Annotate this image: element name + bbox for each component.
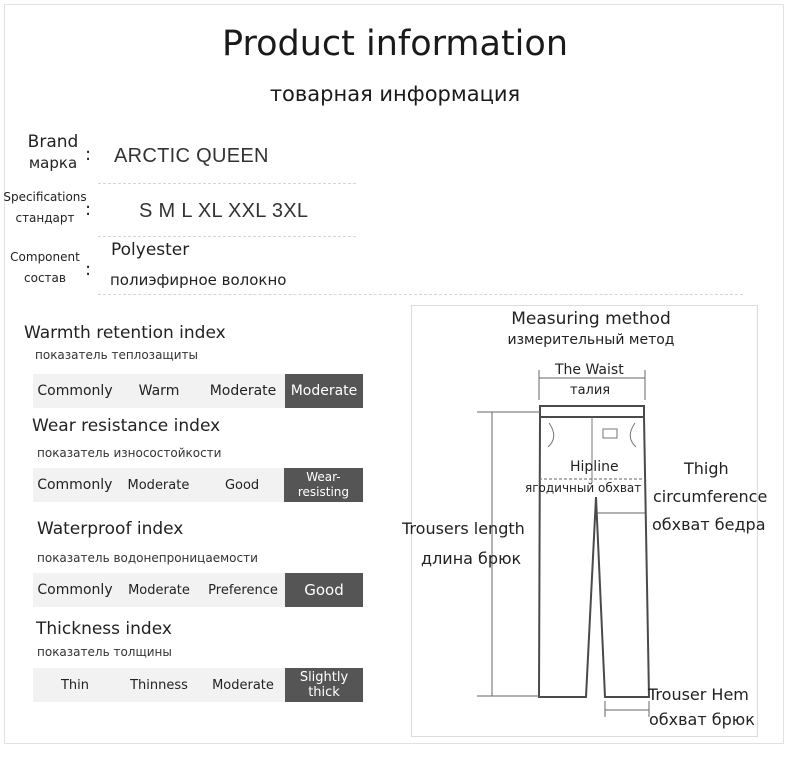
waterproof-scale: Commonly Moderate Preference Good	[33, 573, 363, 607]
wear-scale: Commonly Moderate Good Wear-resisting	[33, 468, 364, 502]
length-label-en: Trousers length	[402, 519, 525, 538]
thickness-option-selected: Slightly thick	[285, 668, 363, 702]
wear-index-title: Wear resistance index	[32, 416, 221, 436]
warmth-index-subtitle: показатель теплозащиты	[35, 348, 198, 362]
waistband-shape	[539, 405, 645, 418]
page-frame	[4, 4, 784, 744]
size-label-ru: стандарт	[15, 211, 75, 225]
thickness-option-3: Moderate	[212, 677, 274, 693]
thigh-label-ru: обхват бедра	[652, 515, 766, 534]
page-subtitle: товарная информация	[269, 82, 521, 106]
warmth-option-selected: Moderate	[285, 374, 363, 408]
material-label: Component состав	[3, 247, 87, 289]
warmth-index-title: Warmth retention index	[24, 323, 226, 343]
hem-label-ru: обхват брюк	[649, 710, 755, 729]
material-label-en: Component	[10, 250, 80, 264]
waist-label-en: The Waist	[555, 362, 624, 378]
brand-colon: :	[85, 144, 92, 165]
trouser-outline	[537, 416, 651, 698]
wear-index-subtitle: показатель износостойкости	[37, 446, 222, 460]
material-label-ru: состав	[24, 271, 66, 285]
waterproof-index-title: Waterproof index	[37, 519, 184, 539]
material-value-en: Polyester	[111, 240, 190, 260]
wear-option-3: Good	[224, 477, 260, 493]
warmth-option-3: Moderate	[209, 382, 277, 399]
brand-label: Brand марка	[22, 132, 84, 174]
material-divider	[98, 294, 743, 295]
wear-option-selected: Wear-resisting	[283, 468, 364, 502]
thickness-option-1: Thin	[60, 677, 90, 693]
thickness-index-subtitle: показатель толщины	[37, 645, 172, 659]
waterproof-option-1: Commonly	[37, 581, 113, 598]
trousers-diagram	[477, 370, 651, 717]
hem-label-en: Trouser Hem	[648, 685, 749, 704]
left-pocket	[547, 422, 555, 448]
thigh-label-en-1: Thigh	[684, 459, 729, 478]
size-label-en: Specifications	[3, 190, 87, 204]
warmth-scale: Commonly Warm Moderate Moderate	[33, 374, 363, 408]
hip-label-ru: ягодичный обхват	[525, 481, 642, 495]
size-value: S M L XL XXL 3XL	[139, 200, 309, 222]
size-colon: :	[85, 199, 92, 220]
thigh-label-en-2: circumference	[653, 487, 768, 506]
waist-label-ru: талия	[570, 383, 611, 398]
brand-label-en: Brand	[27, 132, 79, 152]
hip-label-en: Hipline	[570, 459, 619, 475]
brand-divider	[98, 183, 356, 184]
size-divider	[98, 236, 356, 237]
warmth-option-2: Warm	[138, 382, 180, 399]
right-pocket	[629, 422, 637, 448]
waterproof-index-subtitle: показатель водонепроницаемости	[37, 551, 258, 565]
measuring-subtitle: измерительный метод	[507, 332, 675, 348]
thickness-scale: Thin Thinness Moderate Slightly thick	[33, 668, 363, 702]
wear-option-1: Commonly	[37, 476, 113, 493]
waterproof-option-selected: Good	[285, 573, 363, 607]
length-label-ru: длина брюк	[421, 549, 522, 568]
warmth-option-1: Commonly	[37, 382, 113, 399]
measuring-title: Measuring method	[511, 309, 671, 329]
material-colon: :	[85, 259, 92, 280]
page-title: Product information	[221, 24, 569, 64]
size-label: Specifications стандарт	[3, 187, 87, 229]
thickness-index-title: Thickness index	[36, 619, 172, 639]
coin-pocket	[602, 428, 618, 439]
waterproof-option-3: Preference	[208, 582, 278, 598]
measuring-method-panel	[411, 305, 758, 737]
brand-label-ru: марка	[28, 154, 78, 172]
waterproof-option-2: Moderate	[128, 582, 190, 598]
wear-option-2: Moderate	[127, 477, 190, 493]
material-value-ru: полиэфирное волокно	[110, 271, 287, 289]
brand-value: ARCTIC QUEEN	[114, 145, 269, 167]
thickness-option-2: Thinness	[130, 677, 188, 693]
